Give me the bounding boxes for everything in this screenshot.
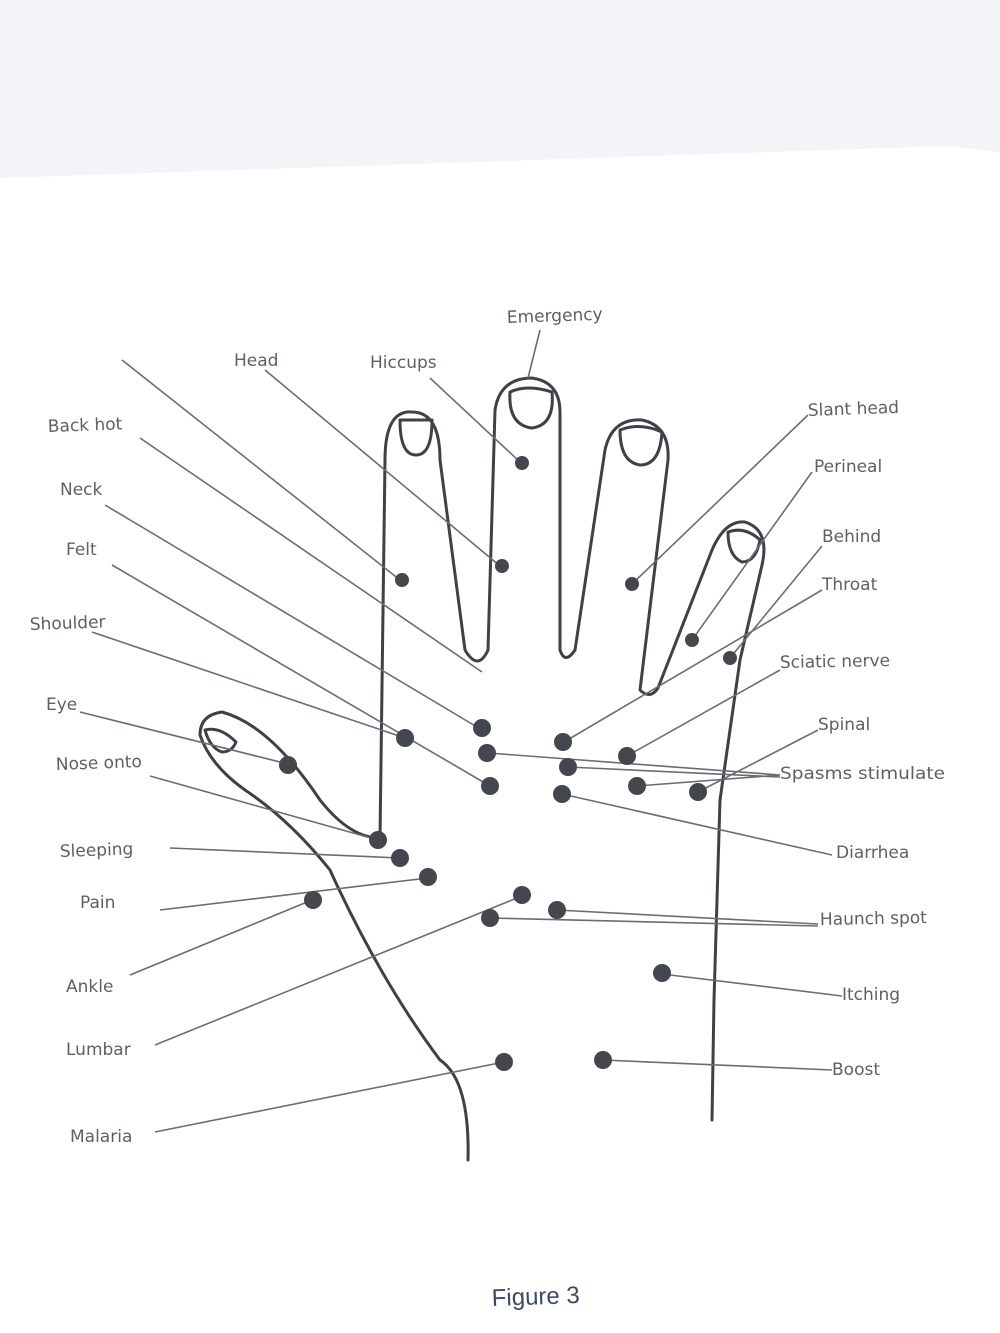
- point-slant-head: [625, 577, 639, 591]
- label-throat: Throat: [821, 575, 878, 595]
- label-ankle: Ankle: [66, 977, 113, 997]
- point-back-hot: [395, 573, 409, 587]
- point-behind: [723, 651, 737, 665]
- middle-fingernail: [508, 386, 554, 430]
- point-head: [495, 559, 509, 573]
- point-boost: [594, 1051, 612, 1069]
- label-diarrhea: Diarrhea: [836, 843, 909, 863]
- label-perineal: Perineal: [814, 457, 882, 477]
- label-sciatic-nerve: Sciatic nerve: [780, 651, 891, 673]
- point-emergency: [515, 456, 529, 470]
- point-malaria: [495, 1053, 513, 1071]
- label-spasms-stimulate: Spasms stimulate: [780, 764, 945, 784]
- label-head: Head: [234, 351, 278, 371]
- label-nose-onto: Nose onto: [55, 752, 142, 775]
- paper-sheet: [0, 146, 1000, 1333]
- label-eye: Eye: [46, 695, 77, 715]
- label-hiccups: Hiccups: [370, 353, 437, 373]
- point-ankle: [304, 891, 322, 909]
- point-spinal: [689, 783, 707, 801]
- point-neck: [473, 719, 491, 737]
- acupoints: [279, 456, 737, 1071]
- point-haunch-spot: [548, 901, 566, 919]
- point-diarrhea: [553, 785, 571, 803]
- label-neck: Neck: [60, 480, 103, 500]
- point-throat: [554, 733, 572, 751]
- point-lumbar-1: [513, 886, 531, 904]
- point-perineal: [685, 633, 699, 647]
- label-spinal: Spinal: [818, 715, 870, 735]
- point-felt-2: [481, 777, 499, 795]
- leader-lines: [79, 329, 843, 1133]
- label-malaria: Malaria: [70, 1127, 132, 1147]
- label-sleeping: Sleeping: [59, 839, 133, 862]
- label-behind: Behind: [822, 527, 881, 547]
- label-back-hot: Back hot: [47, 414, 123, 437]
- little-fingernail: [726, 528, 762, 564]
- point-pain: [419, 868, 437, 886]
- index-fingernail: [398, 418, 434, 457]
- label-pain: Pain: [80, 893, 115, 913]
- thumb-outline: [198, 710, 470, 1162]
- labels: Emergency Head Hiccups Back hot Neck Fel…: [29, 305, 945, 1147]
- label-emergency: Emergency: [506, 305, 603, 328]
- point-spasms-1: [559, 758, 577, 776]
- label-shoulder: Shoulder: [29, 612, 105, 635]
- point-sleeping: [391, 849, 409, 867]
- point-felt: [478, 744, 496, 762]
- point-shoulder: [396, 729, 414, 747]
- point-lumbar-2: [481, 909, 499, 927]
- ring-fingernail: [618, 425, 664, 467]
- point-sciatic-nerve: [618, 747, 636, 765]
- label-lumbar: Lumbar: [66, 1040, 131, 1060]
- figure-caption: Figure 3: [491, 1282, 580, 1312]
- fingers-outline: [378, 376, 766, 1122]
- label-haunch-spot: Haunch spot: [820, 908, 928, 930]
- point-nose-onto: [369, 831, 387, 849]
- label-boost: Boost: [832, 1060, 880, 1080]
- point-eye: [279, 756, 297, 774]
- hand-outline: [198, 376, 766, 1162]
- label-felt: Felt: [66, 540, 97, 560]
- label-slant-head: Slant head: [807, 398, 899, 421]
- point-itching: [653, 964, 671, 982]
- point-spasms-2: [628, 777, 646, 795]
- label-itching: Itching: [842, 985, 900, 1005]
